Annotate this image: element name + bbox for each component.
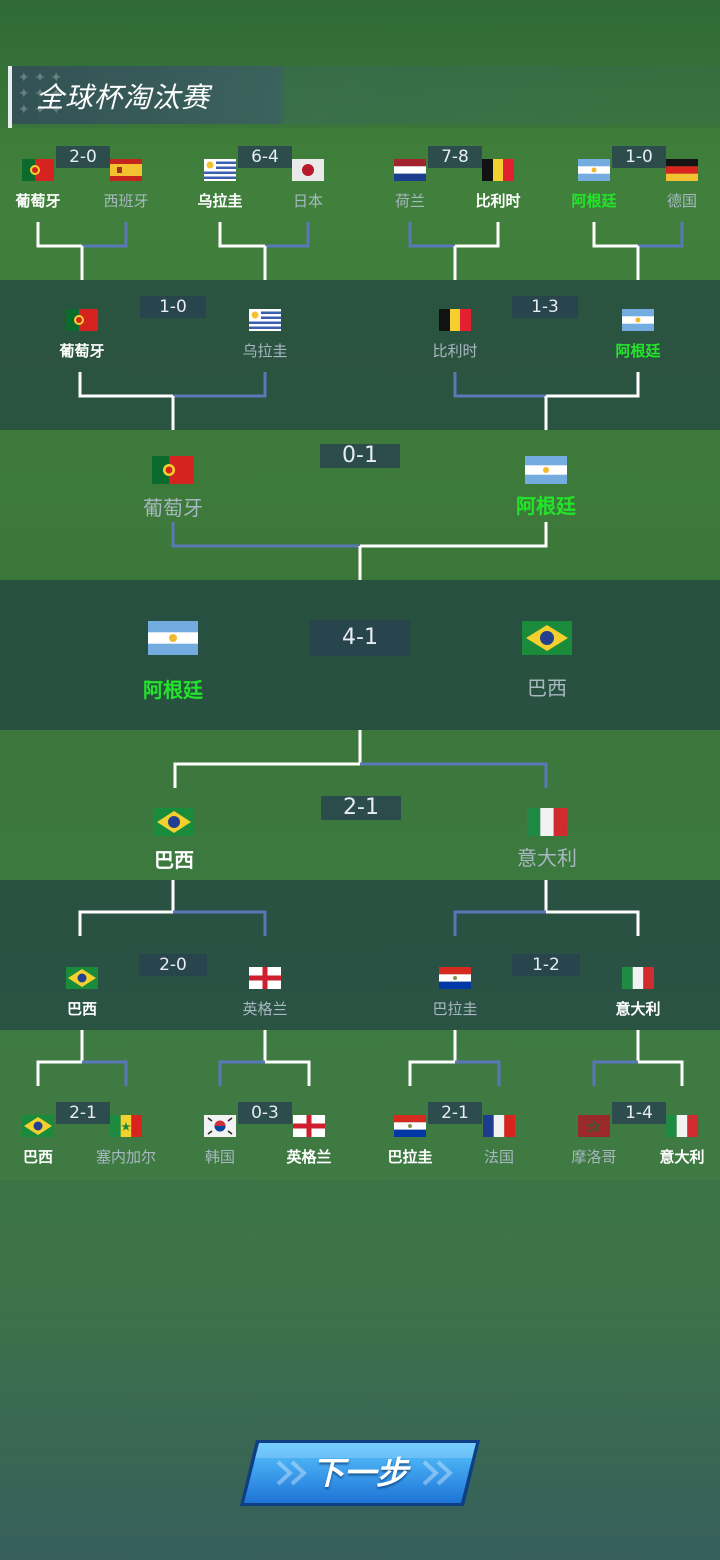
match-score: 2-1	[321, 796, 401, 820]
team-label-japan: 日本	[292, 192, 323, 210]
france-flag-icon	[483, 1115, 515, 1137]
team-label-uruguay: 乌拉圭	[197, 192, 243, 210]
portugal-flag-icon	[152, 456, 194, 484]
match-score: 7-8	[428, 146, 482, 168]
uruguay-flag-icon	[249, 309, 281, 331]
match-score: 6-4	[238, 146, 292, 168]
paraguay-flag-icon	[394, 1115, 426, 1137]
portugal-flag-icon	[66, 309, 98, 331]
argentina-flag-icon	[578, 159, 610, 181]
final-score: 4-1	[310, 620, 410, 656]
italy-flag-icon	[622, 967, 654, 989]
team-label-argentina: 阿根廷	[516, 494, 576, 518]
match-score: 1-2	[512, 954, 580, 976]
team-label-portugal: 葡萄牙	[59, 342, 105, 360]
team-label-paraguay: 巴拉圭	[432, 1000, 478, 1018]
next-button-label: 下一步	[311, 1454, 408, 1492]
morocco-flag-icon	[578, 1115, 610, 1137]
paraguay-flag-icon	[439, 967, 471, 989]
netherlands-flag-icon	[394, 159, 426, 181]
spain-flag-icon	[110, 159, 142, 181]
team-label-south-korea: 韩国	[204, 1148, 235, 1166]
germany-flag-icon	[666, 159, 698, 181]
team-label-spain: 西班牙	[103, 192, 149, 210]
belgium-flag-icon	[439, 309, 471, 331]
argentina-flag-icon	[622, 309, 654, 331]
round-of-16-top-band	[0, 128, 720, 280]
italy-flag-icon	[527, 808, 567, 836]
title-accent-bar	[8, 66, 12, 128]
team-label-brazil: 巴西	[22, 1148, 53, 1166]
team-label-uruguay: 乌拉圭	[242, 342, 288, 360]
next-button-shape	[240, 1440, 480, 1506]
portugal-flag-icon	[22, 159, 54, 181]
team-label-brazil: 巴西	[527, 676, 567, 700]
brazil-flag-icon	[66, 967, 98, 989]
team-label-argentina: 阿根廷	[615, 342, 661, 360]
japan-flag-icon	[292, 159, 324, 181]
south-korea-flag-icon	[204, 1115, 236, 1137]
team-label-brazil: 巴西	[154, 848, 194, 872]
quarterfinal-bottom-band	[0, 880, 720, 1030]
match-score: 2-0	[56, 146, 110, 168]
match-score: 0-1	[320, 444, 400, 468]
team-label-netherlands: 荷兰	[394, 192, 425, 210]
england-flag-icon	[249, 967, 281, 989]
match-score: 2-1	[428, 1102, 482, 1124]
belgium-flag-icon	[482, 159, 514, 181]
team-label-paraguay: 巴拉圭	[387, 1148, 433, 1166]
italy-flag-icon	[666, 1115, 698, 1137]
team-label-portugal: 葡萄牙	[15, 192, 61, 210]
argentina-flag-icon	[525, 456, 567, 484]
team-label-england: 英格兰	[286, 1148, 332, 1166]
title-banner: ✦ ✦ ✦✦ ✦ ✦✦ ✦ ✦ 全球杯淘汰赛	[8, 66, 720, 128]
match-score: 1-4	[612, 1102, 666, 1124]
match-score: 2-1	[56, 1102, 110, 1124]
team-label-italy: 意大利	[615, 1000, 661, 1018]
team-label-england: 英格兰	[242, 1000, 288, 1018]
uruguay-flag-icon	[204, 159, 236, 181]
match-score: 1-0	[140, 296, 206, 318]
brazil-flag-icon	[22, 1115, 54, 1137]
team-label-brazil: 巴西	[66, 1000, 97, 1018]
team-label-portugal: 葡萄牙	[143, 496, 203, 520]
match-score: 0-3	[238, 1102, 292, 1124]
star-pattern-icon: ✦ ✦ ✦✦ ✦ ✦✦ ✦ ✦	[18, 70, 63, 118]
team-label-morocco: 摩洛哥	[571, 1148, 617, 1166]
brazil-flag-icon	[154, 808, 194, 836]
england-flag-icon	[293, 1115, 325, 1137]
team-label-france: 法国	[483, 1148, 514, 1166]
team-label-germany: 德国	[666, 192, 697, 210]
team-label-belgium: 比利时	[432, 342, 478, 360]
team-label-argentina: 阿根廷	[571, 192, 617, 210]
match-score: 2-0	[139, 954, 207, 976]
brazil-flag-icon	[522, 621, 572, 655]
team-label-italy: 意大利	[517, 846, 577, 870]
team-label-belgium: 比利时	[475, 192, 521, 210]
team-label-italy: 意大利	[659, 1148, 705, 1166]
match-score: 1-0	[612, 146, 666, 168]
senegal-flag-icon	[110, 1115, 142, 1137]
match-score: 1-3	[512, 296, 578, 318]
next-step-button[interactable]: 下一步	[238, 1438, 482, 1508]
team-label-argentina: 阿根廷	[143, 678, 203, 702]
team-label-senegal: 塞内加尔	[95, 1148, 156, 1166]
page-title: 全球杯淘汰赛	[36, 81, 211, 114]
quarterfinal-top-band	[0, 280, 720, 430]
title-background	[8, 66, 720, 124]
round-of-16-bottom-band	[0, 1030, 720, 1180]
argentina-flag-icon	[148, 621, 198, 655]
